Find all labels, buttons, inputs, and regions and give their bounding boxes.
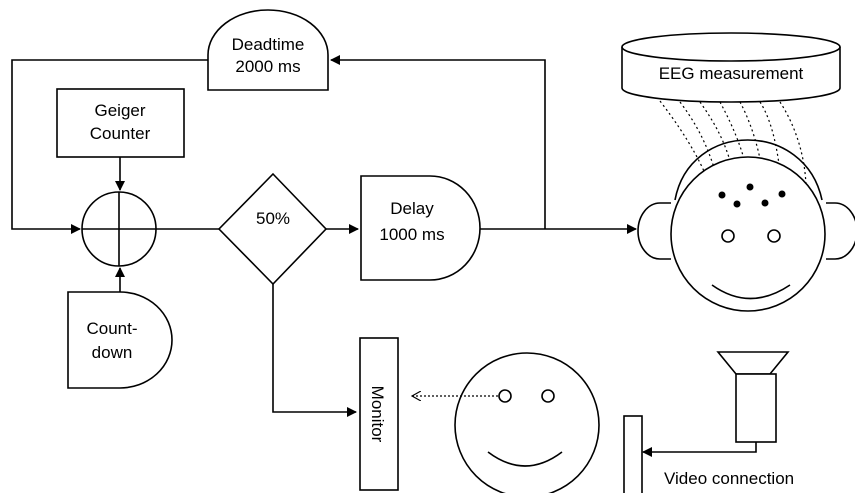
delay-label-2: 1000 ms bbox=[379, 225, 444, 244]
countdown-label-2: down bbox=[92, 343, 133, 362]
left-eye bbox=[721, 229, 735, 243]
electrodes bbox=[718, 183, 786, 208]
geiger-label-2: Counter bbox=[90, 124, 151, 143]
monitor-box bbox=[359, 337, 399, 491]
decision-label: 50% bbox=[256, 209, 290, 228]
countdown-label-1: Count- bbox=[86, 319, 137, 338]
decision-diamond bbox=[217, 172, 328, 286]
face-mouth bbox=[487, 451, 563, 467]
geiger-counter-box bbox=[56, 88, 185, 158]
observed-face bbox=[454, 352, 600, 493]
mouth bbox=[711, 284, 791, 300]
countdown-block bbox=[67, 291, 173, 389]
face-right-eye bbox=[541, 389, 555, 403]
eeg-measurement-cylinder bbox=[621, 32, 841, 103]
geiger-label-1: Geiger bbox=[94, 101, 145, 120]
eeg-label: EEG measurement bbox=[659, 64, 804, 83]
video-display bbox=[623, 415, 643, 493]
monitor-label: Monitor bbox=[368, 386, 387, 443]
subject-head bbox=[637, 139, 855, 312]
deadtime-label-1: Deadtime bbox=[232, 35, 305, 54]
right-eye bbox=[767, 229, 781, 243]
video-connection-label: Video connection bbox=[664, 469, 794, 488]
delay-label-1: Delay bbox=[390, 199, 434, 218]
face-left-eye bbox=[498, 389, 512, 403]
delay-block bbox=[360, 175, 481, 281]
deadtime-block bbox=[207, 9, 329, 91]
video-camera bbox=[716, 351, 790, 443]
deadtime-label-2: 2000 ms bbox=[235, 57, 300, 76]
